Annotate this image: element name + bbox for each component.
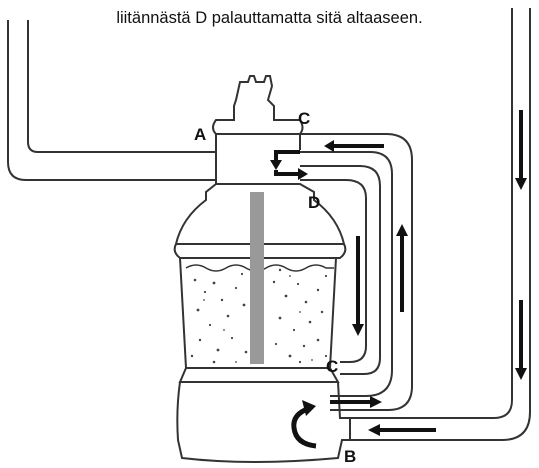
swirl-arrow-icon (291, 400, 317, 449)
arrow-icon (270, 160, 282, 170)
standpipe (250, 192, 264, 364)
arrow-icon (298, 168, 308, 180)
arrow-icon (396, 224, 408, 236)
label-a: A (194, 125, 206, 144)
flow-arrows (270, 110, 527, 436)
label-d: D (308, 193, 320, 212)
pipe-d-outer (300, 165, 381, 375)
label-c-bottom: C (326, 357, 338, 376)
valve-head (212, 75, 304, 135)
pipe-c-outer (300, 133, 413, 411)
pipe-a (7, 20, 216, 181)
caption: liitännästä D palauttamatta sitä altaase… (0, 0, 539, 36)
label-c-top: C (298, 109, 310, 128)
pipe-c-inner (300, 151, 393, 397)
arrow-icon (352, 324, 364, 336)
valve-body (215, 134, 301, 184)
label-b: B (344, 447, 356, 466)
arrow-icon (324, 140, 334, 152)
filter-tank (179, 257, 337, 369)
pump-base (176, 381, 351, 463)
tank-bottom-rim (178, 367, 340, 383)
arrow-icon (274, 170, 300, 176)
arrow-icon (370, 396, 382, 408)
caption-text: liitännästä D palauttamatta sitä altaase… (116, 9, 423, 27)
filter-media (190, 268, 328, 364)
arrow-icon (515, 368, 527, 380)
arrow-icon (515, 178, 527, 190)
pipe-right-return (350, 8, 531, 441)
pipe-d-inner (300, 179, 367, 363)
arrow-icon (368, 424, 380, 436)
